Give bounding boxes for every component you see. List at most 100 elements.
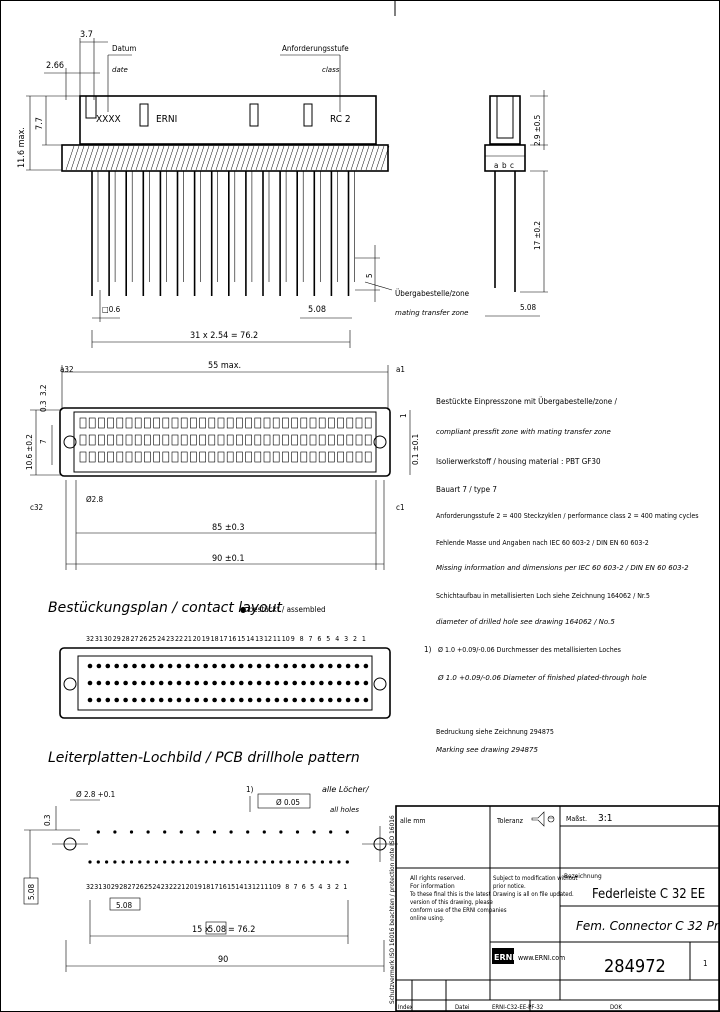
contact-number: 16 <box>228 635 236 643</box>
top-contact-cell <box>355 451 363 463</box>
pcb-hole <box>237 860 241 864</box>
contact-dot <box>319 680 324 686</box>
contact-dot <box>141 697 146 703</box>
contact-number: 5 <box>326 635 330 643</box>
pcb-dim-5-08: 5.08 <box>116 901 132 910</box>
contact-dot <box>336 680 342 686</box>
pcb-hole <box>337 860 341 864</box>
pcb-hole <box>105 860 109 864</box>
top-contact-cell <box>254 434 262 446</box>
dim-2-66: 2.66 <box>46 61 64 71</box>
tb-title-en: Fem. Connector C 32 Pressfit <box>576 919 720 933</box>
contact-number: 15 <box>237 635 245 643</box>
pcb-number: 1 <box>343 883 347 891</box>
contact-dot <box>87 697 93 703</box>
pcb-number: 13 <box>244 883 252 891</box>
contact-number: 26 <box>139 635 147 643</box>
contact-number: 11 <box>273 635 281 643</box>
pcb-hole <box>121 860 125 864</box>
contact-dot <box>256 680 262 686</box>
contact-dot <box>328 663 333 669</box>
pcb-number: 15 <box>227 883 235 891</box>
top-contact-cell <box>171 417 179 429</box>
label-c32: c32 <box>30 503 43 512</box>
top-contact-cell <box>199 434 206 446</box>
top-view: 55 max. a32 a1 3.2 0.3 10.6 ±0.2 7 0.1 ±… <box>25 361 420 570</box>
contact-dot <box>114 697 119 703</box>
contact-dot <box>141 680 146 686</box>
pcb-hole <box>329 830 333 834</box>
marking-erni: ERNI <box>156 114 177 125</box>
pcb-hole <box>204 860 208 864</box>
contact-dot <box>114 680 119 686</box>
contact-dot <box>212 697 217 703</box>
note-2: compliant pressfit zone with mating tran… <box>436 428 611 436</box>
contact-dot <box>247 697 253 703</box>
pcb-hole <box>113 830 117 834</box>
top-contact-cell <box>180 417 188 429</box>
pcb-number: 30 <box>103 883 111 891</box>
top-contact-cell <box>364 417 372 429</box>
marking-rc2: RC 2 <box>330 114 351 125</box>
contact-dot <box>274 680 280 686</box>
contact-dot <box>158 680 164 686</box>
pcb-hole <box>271 860 275 864</box>
dim-90: 90 ±0.1 <box>212 554 245 564</box>
pcb-number: 25 <box>144 883 152 891</box>
pcb-number: 4 <box>318 883 322 891</box>
tb-subject-3: Drawing is all on file updated. <box>493 891 574 898</box>
pcb-number: 2 <box>335 883 339 891</box>
contact-number: 7 <box>309 635 313 643</box>
contact-dot <box>123 697 128 703</box>
note-11: Ø 1.0 +0.09/-0.06 Diameter of finished p… <box>437 674 647 682</box>
contact-dot <box>194 680 200 686</box>
contact-dot <box>203 663 208 669</box>
projection-symbol-icon <box>531 811 554 827</box>
contact-dot <box>150 680 155 686</box>
note-7: Missing information and dimensions per I… <box>436 564 689 572</box>
contact-number: 29 <box>113 635 121 643</box>
pcb-dim-1: 1) <box>246 785 254 794</box>
contact-dot <box>87 680 93 686</box>
pcb-hole <box>88 860 92 864</box>
notes: Bestückte Einpresszone mit Übergabestell… <box>424 396 699 754</box>
tb-rights-1: All rights reserved. <box>410 874 465 882</box>
contact-dot <box>319 663 324 669</box>
pcb-hole <box>345 860 349 864</box>
pcb-hole <box>345 830 349 834</box>
contact-dot <box>96 680 102 686</box>
tb-title-de: Federleiste C 32 EE <box>592 887 705 902</box>
pcb-pitch-b: 5.08 <box>208 925 226 935</box>
top-contact-cell <box>328 417 335 429</box>
pcb-pitch-a: 15 x <box>192 925 210 935</box>
tb-bottom-b: Datei <box>455 1004 469 1011</box>
contact-dot <box>167 697 173 703</box>
contact-dot <box>132 680 137 686</box>
side-dim-5-08: 5.08 <box>520 303 536 312</box>
tb-scale-label: Maßst. <box>566 815 587 823</box>
contact-dot <box>212 680 217 686</box>
side-row-c: c <box>510 161 514 170</box>
pcb-hole <box>221 860 225 864</box>
contact-dot <box>114 663 119 669</box>
top-contact-cell <box>144 434 151 446</box>
tb-tolerance: Toleranz <box>496 817 524 825</box>
tb-subject-1: Subject to modification without <box>493 875 578 882</box>
contact-dot <box>158 663 164 669</box>
note-marker: 1) <box>424 645 432 654</box>
pcb-number: 29 <box>111 883 119 891</box>
pcb-dim-90: 90 <box>218 955 228 965</box>
contact-number: 6 <box>317 635 321 643</box>
contact-dot <box>212 663 217 669</box>
pcb-hole <box>196 860 200 864</box>
contact-dot <box>176 697 182 703</box>
top-contact-cell <box>79 451 87 463</box>
contact-dot <box>301 680 306 686</box>
contact-dot <box>328 680 333 686</box>
pcb-hole <box>312 860 316 864</box>
contact-dot <box>310 663 315 669</box>
contact-number: 17 <box>220 635 228 643</box>
pcb-hole <box>96 830 100 834</box>
top-contact-cell <box>245 434 252 446</box>
top-contact-cell <box>254 417 262 429</box>
